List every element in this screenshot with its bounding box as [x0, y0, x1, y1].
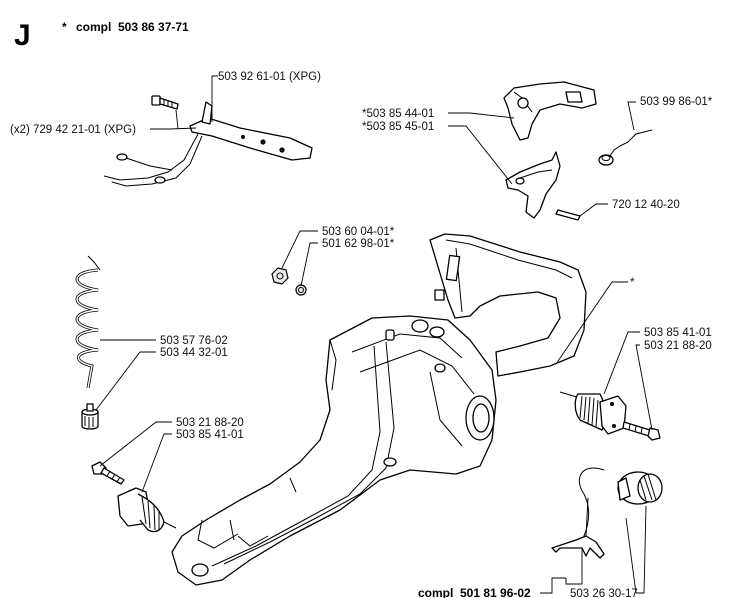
- fuel-filter-part: [81, 403, 99, 430]
- throttle-trigger-part: [503, 81, 597, 141]
- label-cap: 503 26 30-17: [570, 588, 638, 598]
- label-cap-compl: compl 501 81 96-02: [418, 586, 531, 598]
- fuel-hose-part: [75, 255, 101, 389]
- label-nut-a: 503 60 04-01*: [322, 226, 395, 238]
- pivot-pin-part: [555, 209, 581, 221]
- label-handle-asterisk: *: [630, 277, 635, 289]
- label-pin: 720 12 40-20: [612, 199, 680, 211]
- nut-part-b: [295, 284, 307, 296]
- fuel-cap-part: [551, 467, 663, 559]
- label-nut-b: 501 62 98-01*: [322, 238, 395, 250]
- right-av-buffer-part: [559, 391, 627, 435]
- label-trigger-a: *503 85 44-01: [362, 108, 434, 120]
- nut-part-a: [271, 267, 289, 285]
- handle-bracket-part: [103, 101, 313, 187]
- rear-handle-tank-housing: [171, 233, 587, 586]
- left-av-buffer-part: [117, 487, 177, 533]
- throttle-lockout-part: [505, 151, 561, 219]
- label-filter: 503 44 32-01: [160, 347, 228, 359]
- label-right-screw: 503 21 88-20: [644, 340, 712, 352]
- bracket-screw-part: [151, 95, 179, 110]
- label-spring-wire: 503 99 86-01*: [640, 96, 713, 108]
- right-screw-part: [622, 421, 661, 441]
- assembly-part-number: compl 503 86 37-71: [76, 20, 189, 34]
- label-left-buffer: 503 85 41-01: [176, 429, 244, 441]
- label-trigger-b: *503 85 45-01: [362, 121, 434, 133]
- left-screw-part: [91, 461, 125, 485]
- section-letter: J: [14, 19, 31, 52]
- label-hose: 503 57 76-02: [160, 335, 228, 347]
- label-right-buffer: 503 85 41-01: [644, 327, 712, 339]
- trigger-spring-part: [598, 129, 653, 166]
- label-handle-bracket: 503 92 61-01 (XPG): [218, 71, 321, 83]
- header-asterisk: *: [62, 20, 67, 34]
- label-bracket-screw: (x2) 729 42 21-01 (XPG): [10, 124, 136, 136]
- leader-lines: [95, 75, 653, 594]
- label-left-screw: 503 21 88-20: [176, 417, 244, 429]
